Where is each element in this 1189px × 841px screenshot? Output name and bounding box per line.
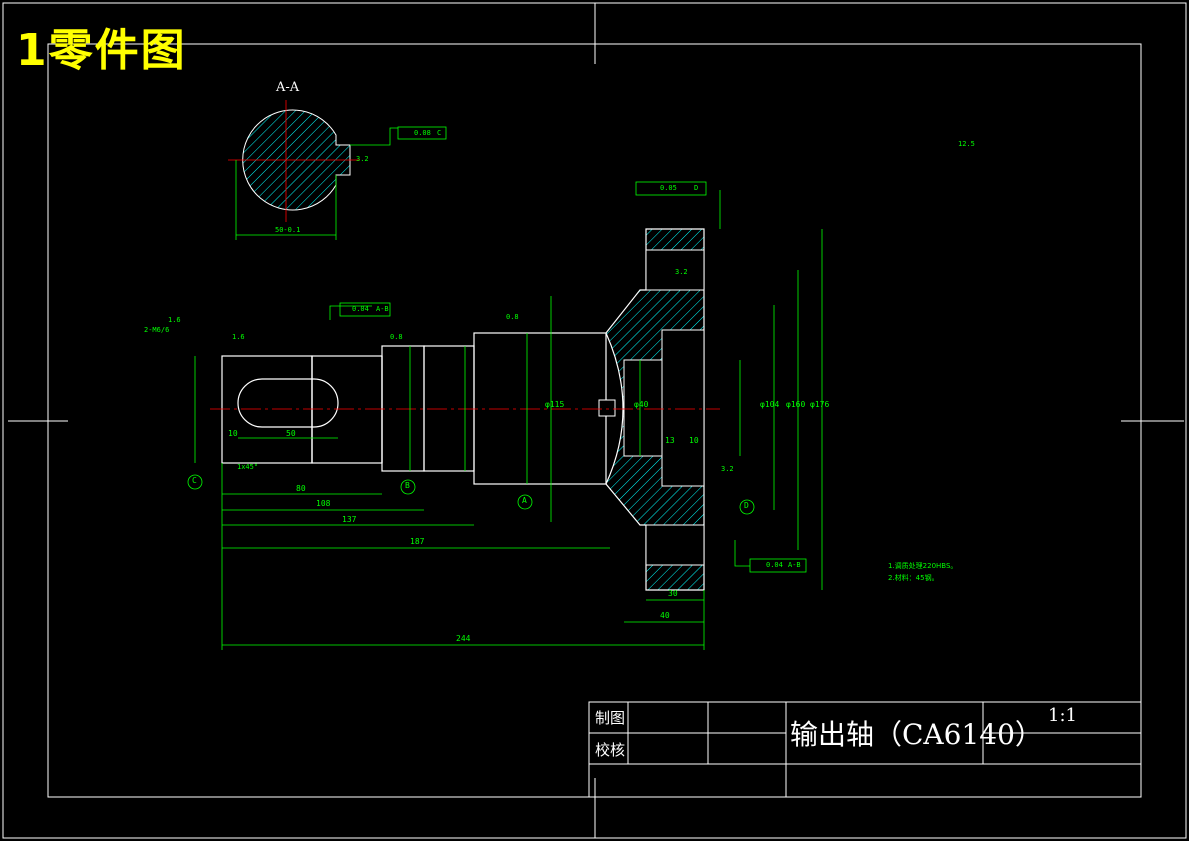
dim-dia-40: φ40 xyxy=(634,400,649,409)
dim-total-length: 244 xyxy=(456,634,471,643)
dim-bore-10: 10 xyxy=(689,436,699,445)
roughness-7: 3.2 xyxy=(721,465,734,473)
note-2: 2.材料：45钢。 xyxy=(888,574,939,582)
roughness-general: 12.5 xyxy=(958,140,975,148)
datum-d: D xyxy=(744,501,749,510)
dim-hub-40: 40 xyxy=(660,611,670,620)
roughness-6: 3.2 xyxy=(675,268,688,276)
dim-108: 108 xyxy=(316,499,331,508)
dim-dia-160: φ160 xyxy=(786,400,806,409)
datum-a: A xyxy=(522,496,527,505)
dim-chamfer: 1x45° xyxy=(237,463,259,471)
note-1: 1.调质处理220HBS。 xyxy=(888,562,958,570)
roughness-1: 1.6 xyxy=(168,316,181,324)
dim-dia-176: φ176 xyxy=(810,400,830,409)
dim-bore-13: 13 xyxy=(665,436,675,445)
dim-187: 187 xyxy=(410,537,425,546)
gtol-section-datum: C xyxy=(437,129,442,137)
roughness-5: 3.2 xyxy=(356,155,369,163)
page-title: 1零件图 xyxy=(16,25,187,76)
dim-keyway-len: 50 xyxy=(286,429,296,438)
gtol-right-value: 0.05 xyxy=(660,184,677,192)
datum-c: C xyxy=(192,476,197,485)
scale-value: 1:1 xyxy=(1048,705,1077,726)
datum-b: B xyxy=(405,481,410,490)
dim-dia-104: φ104 xyxy=(760,400,780,409)
roughness-2: 1.6 xyxy=(232,333,245,341)
dimension-lines xyxy=(194,181,823,650)
gtol-right-datum: D xyxy=(694,184,699,192)
roughness-3: 0.8 xyxy=(390,333,403,341)
dim-80: 80 xyxy=(296,484,306,493)
gtol-bottom-value: 0.04 xyxy=(766,561,783,569)
dim-dia-115: φ115 xyxy=(545,400,565,409)
dim-keyway-offset: 10 xyxy=(228,429,238,438)
dim-hub-30: 30 xyxy=(668,589,678,598)
section-view-a-a xyxy=(228,100,447,240)
title-block xyxy=(588,701,1142,798)
gtol-section-value: 0.08 xyxy=(414,129,431,137)
datum-markers xyxy=(187,474,755,515)
gear-hub xyxy=(598,228,705,591)
roughness-4: 0.8 xyxy=(506,313,519,321)
gtol-bottom-datum: A-B xyxy=(788,561,801,569)
section-label: A-A xyxy=(276,80,300,95)
part-name: 输出轴（CA6140） xyxy=(790,718,1043,751)
drawn-by-label: 制图 xyxy=(595,709,626,727)
checked-by-label: 校核 xyxy=(595,741,626,759)
gtol-top-value: 0.04 xyxy=(352,305,369,313)
dim-137: 137 xyxy=(342,515,357,524)
dim-section-width: 50-0.1 xyxy=(275,226,301,234)
spline-spec: 2-M6/6 xyxy=(144,326,170,334)
gtol-top-datum: A-B xyxy=(376,305,389,313)
shaft-outline xyxy=(221,332,607,485)
